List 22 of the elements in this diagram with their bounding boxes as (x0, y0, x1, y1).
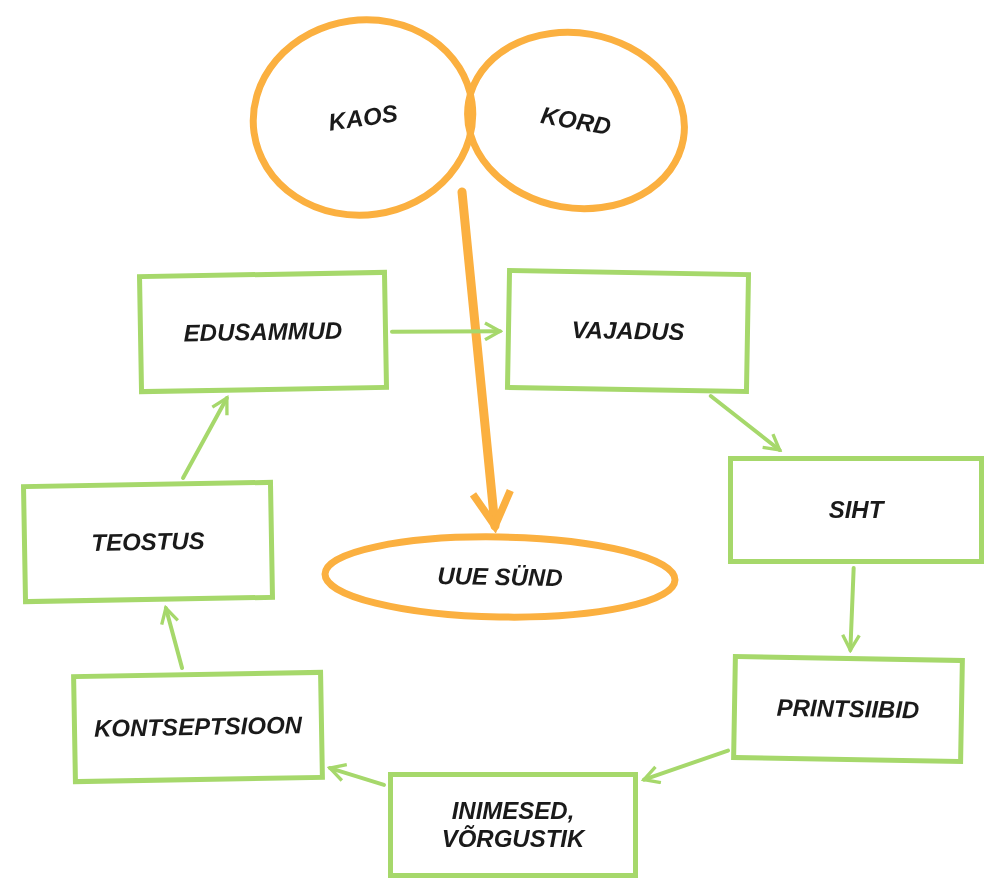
process-box (504, 267, 752, 395)
process-box (388, 772, 638, 878)
node-label: KAOS (325, 98, 401, 138)
process-box (731, 654, 965, 764)
arrow (457, 187, 515, 531)
node-label: EDUSAMMUD (182, 316, 344, 348)
node-label: KORD (537, 99, 615, 142)
node-label: UUE SÜND (436, 561, 564, 593)
node-label: VAJADUS (570, 316, 686, 346)
process-box (71, 669, 325, 785)
node-label: KONTSEPTSIOON (92, 711, 304, 743)
node-label: INIMESED, VÕRGUSTIK (440, 797, 587, 853)
arrow (841, 566, 861, 652)
node-label: SIHT (827, 496, 886, 524)
arrow (642, 748, 730, 785)
arrow (328, 762, 386, 787)
node-label: TEOSTUS (90, 527, 206, 557)
arrow (390, 321, 502, 342)
process-box (20, 479, 276, 605)
process-box (136, 269, 390, 395)
process-box (728, 456, 984, 564)
node-label: PRINTSIIBID (775, 693, 921, 725)
